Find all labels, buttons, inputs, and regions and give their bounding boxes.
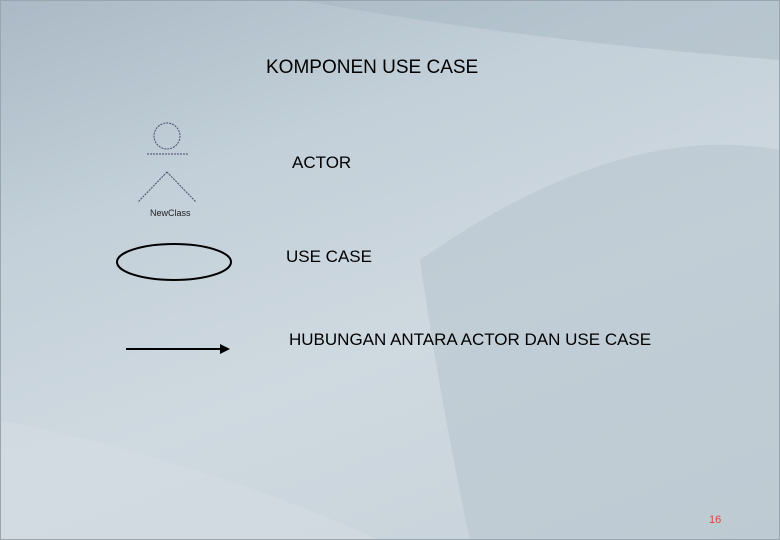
use-case-label: USE CASE	[286, 247, 372, 266]
slide-title: KOMPONEN USE CASE	[266, 57, 479, 78]
relation-label: HUBUNGAN ANTARA ACTOR DAN USE CASE	[289, 330, 652, 349]
ellipse-icon	[116, 243, 232, 281]
actor-caption: NewClass	[150, 208, 191, 218]
actor-label: ACTOR	[292, 153, 352, 172]
stick-figure-icon	[137, 122, 197, 203]
page-number: 16	[709, 514, 722, 526]
arrow-right-icon	[126, 344, 230, 354]
